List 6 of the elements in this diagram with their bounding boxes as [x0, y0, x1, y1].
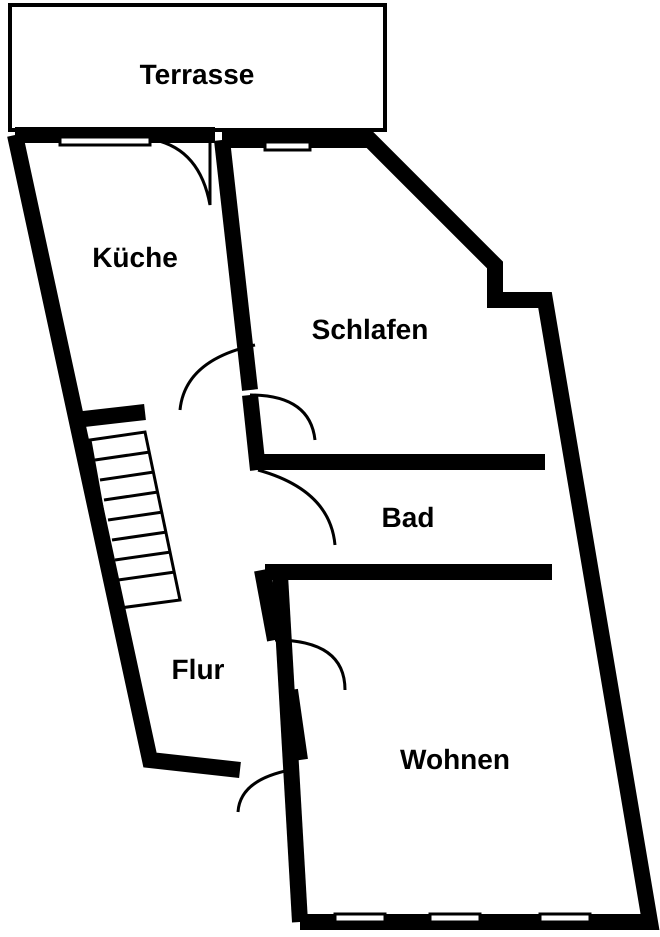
room-label: Terrasse	[140, 59, 254, 91]
room-label: Schlafen	[312, 314, 428, 346]
room-label: Wohnen	[400, 744, 510, 776]
room-label: Küche	[92, 242, 178, 274]
room-label: Flur	[172, 654, 224, 686]
room-label: Bad	[382, 502, 434, 534]
